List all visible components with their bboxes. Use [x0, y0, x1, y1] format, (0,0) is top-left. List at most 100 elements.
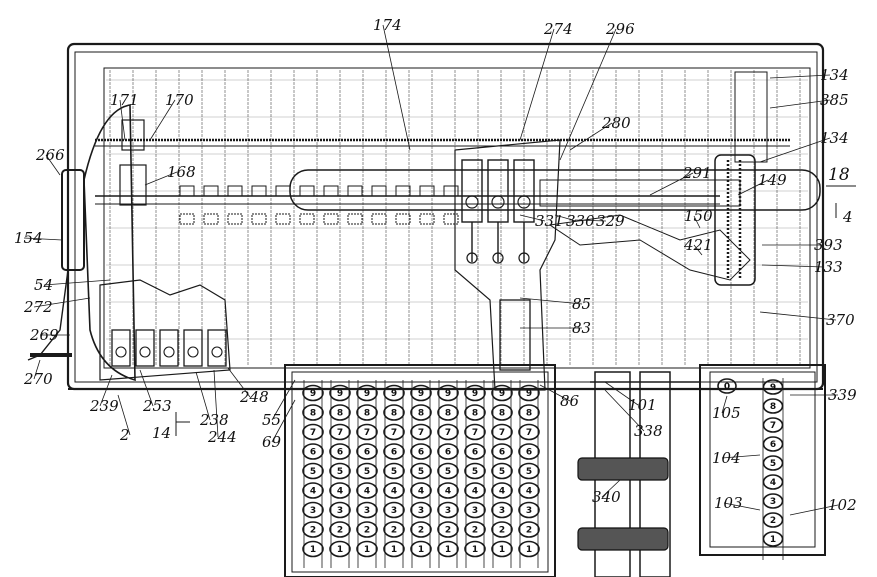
key[interactable] [518, 521, 540, 538]
key[interactable] [464, 501, 486, 519]
key[interactable] [491, 423, 513, 441]
side-key[interactable] [762, 455, 784, 471]
key[interactable] [491, 521, 513, 538]
key[interactable] [329, 501, 351, 519]
key[interactable] [491, 384, 513, 402]
key[interactable] [383, 384, 405, 402]
key[interactable] [302, 384, 324, 402]
key[interactable] [383, 462, 405, 480]
key[interactable] [302, 443, 324, 460]
key[interactable] [383, 404, 405, 421]
key[interactable] [329, 482, 351, 499]
key[interactable] [410, 404, 432, 421]
key[interactable] [383, 443, 405, 460]
key-digit: 9 [499, 389, 505, 399]
key[interactable] [410, 482, 432, 499]
key[interactable] [356, 501, 378, 519]
key[interactable] [491, 404, 513, 421]
key[interactable] [383, 423, 405, 441]
key[interactable] [302, 404, 324, 421]
key[interactable] [329, 462, 351, 480]
key[interactable] [464, 521, 486, 538]
key[interactable] [356, 384, 378, 402]
key[interactable] [356, 540, 378, 558]
key[interactable] [410, 540, 432, 558]
key[interactable] [518, 482, 540, 499]
key[interactable] [518, 404, 540, 421]
key[interactable] [518, 423, 540, 441]
side-key[interactable] [762, 512, 784, 528]
side-key[interactable] [762, 379, 784, 395]
key[interactable] [302, 540, 324, 558]
key[interactable] [329, 423, 351, 441]
side-key[interactable] [762, 436, 784, 452]
key[interactable] [464, 423, 486, 441]
key[interactable] [437, 482, 459, 499]
side-key[interactable] [762, 474, 784, 490]
key[interactable] [302, 482, 324, 499]
key[interactable] [329, 443, 351, 460]
key[interactable] [464, 540, 486, 558]
key[interactable] [302, 521, 324, 538]
key[interactable] [410, 462, 432, 480]
register-window [371, 185, 387, 197]
key[interactable] [437, 384, 459, 402]
key[interactable] [464, 482, 486, 499]
key[interactable] [383, 501, 405, 519]
key-digit: 1 [526, 545, 532, 555]
key[interactable] [302, 423, 324, 441]
key[interactable] [437, 540, 459, 558]
key[interactable] [302, 462, 324, 480]
key[interactable] [356, 521, 378, 538]
side-key[interactable] [762, 398, 784, 414]
key[interactable] [383, 521, 405, 538]
key[interactable] [518, 501, 540, 519]
key-digit: 3 [472, 506, 478, 516]
register-windows [179, 185, 459, 225]
key[interactable] [491, 501, 513, 519]
key[interactable] [410, 521, 432, 538]
key-digit: 8 [445, 409, 451, 419]
key[interactable] [329, 404, 351, 421]
key[interactable] [356, 404, 378, 421]
key[interactable] [356, 462, 378, 480]
key[interactable] [329, 384, 351, 402]
key[interactable] [356, 443, 378, 460]
key[interactable] [437, 501, 459, 519]
key[interactable] [383, 540, 405, 558]
key[interactable] [356, 482, 378, 499]
key[interactable] [491, 443, 513, 460]
side-key[interactable] [762, 417, 784, 433]
key[interactable] [410, 443, 432, 460]
key[interactable] [329, 540, 351, 558]
key[interactable] [437, 404, 459, 421]
key[interactable] [491, 462, 513, 480]
key[interactable] [356, 423, 378, 441]
key[interactable] [437, 462, 459, 480]
key[interactable] [491, 540, 513, 558]
key[interactable] [518, 462, 540, 480]
key[interactable] [437, 423, 459, 441]
key[interactable] [518, 443, 540, 460]
key[interactable] [383, 482, 405, 499]
side-key[interactable] [762, 493, 784, 509]
key-digit: 5 [472, 467, 478, 477]
ref-n340: 340 [592, 488, 621, 506]
key[interactable] [518, 384, 540, 402]
key[interactable] [464, 462, 486, 480]
register-window [323, 185, 339, 197]
key[interactable] [464, 384, 486, 402]
key[interactable] [302, 501, 324, 519]
key[interactable] [410, 501, 432, 519]
key[interactable] [437, 521, 459, 538]
key[interactable] [410, 423, 432, 441]
key[interactable] [329, 521, 351, 538]
key[interactable] [437, 443, 459, 460]
zero-key[interactable] [717, 378, 737, 394]
key[interactable] [464, 404, 486, 421]
side-key[interactable] [762, 531, 784, 547]
key[interactable] [518, 540, 540, 558]
key[interactable] [410, 384, 432, 402]
key[interactable] [491, 482, 513, 499]
key[interactable] [464, 443, 486, 460]
